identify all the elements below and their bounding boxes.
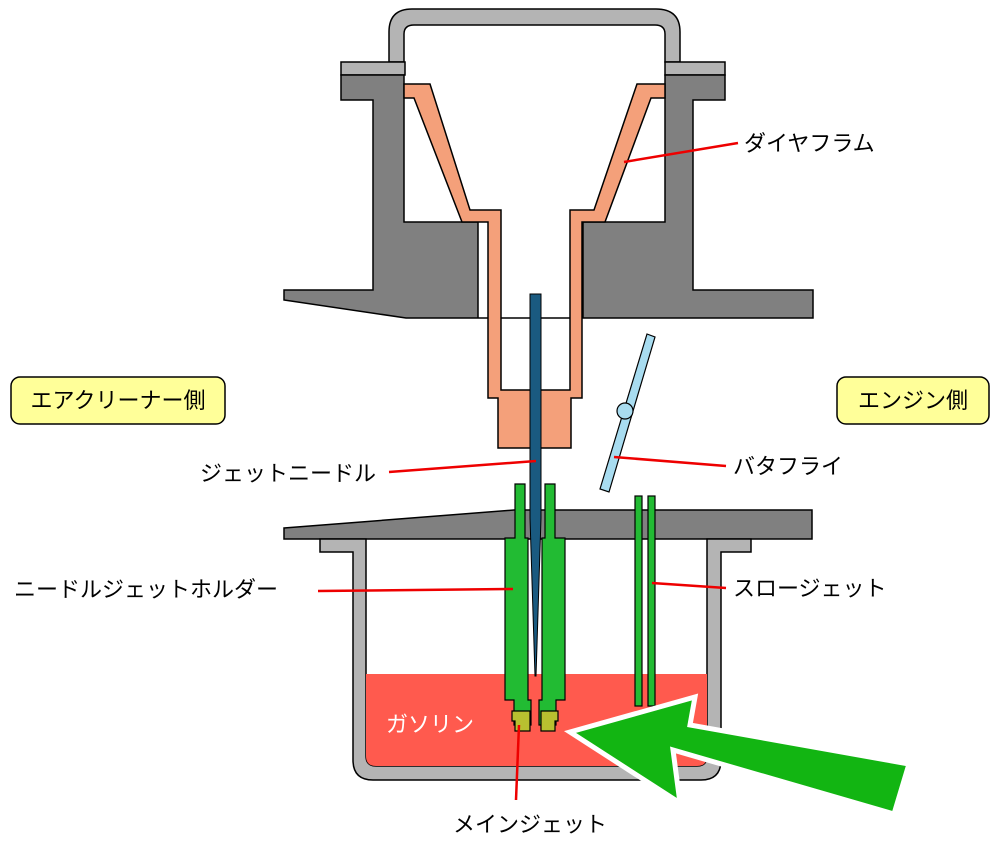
slow-jet-label: スロージェット (733, 577, 887, 602)
needle-jet-holder-right (538, 483, 566, 726)
butterfly-pivot (616, 402, 634, 420)
gasoline-label: ガソリン (386, 713, 474, 738)
air-cleaner-side-label: エアクリーナー側 (10, 376, 226, 425)
jet-needle-label: ジェットニードル (200, 462, 376, 487)
leader-jet-needle (388, 459, 537, 474)
diaphragm (403, 83, 666, 449)
needle-jet-holder-left (504, 483, 532, 726)
main-jet-label: メインジェット (453, 813, 607, 838)
air-cleaner-side-text: エアクリーナー側 (31, 389, 206, 414)
leader-diaphragm (623, 141, 739, 164)
upper-body-casting (283, 74, 814, 319)
slow-jet-tube-left (634, 495, 643, 707)
upper-flange-left (340, 61, 406, 76)
leader-needle-jet-holder (317, 587, 514, 593)
diaphragm-label: ダイヤフラム (744, 132, 875, 157)
top-cap (388, 8, 681, 63)
needle-jet-holder-label: ニードルジェットホルダー (14, 578, 278, 603)
leader-main-jet (514, 724, 521, 801)
flow-arrow (563, 693, 913, 818)
slow-jet-tube-right (647, 495, 656, 707)
butterfly-label: バタフライ (733, 455, 843, 480)
engine-side-text: エンジン側 (858, 389, 968, 414)
leader-butterfly (613, 455, 727, 468)
upper-flange-right (664, 61, 726, 76)
jet-needle (529, 293, 542, 677)
engine-side-label: エンジン側 (836, 376, 990, 425)
leader-slow-jet (651, 581, 727, 590)
main-jet-left (511, 710, 531, 732)
main-jet-right (540, 710, 559, 732)
